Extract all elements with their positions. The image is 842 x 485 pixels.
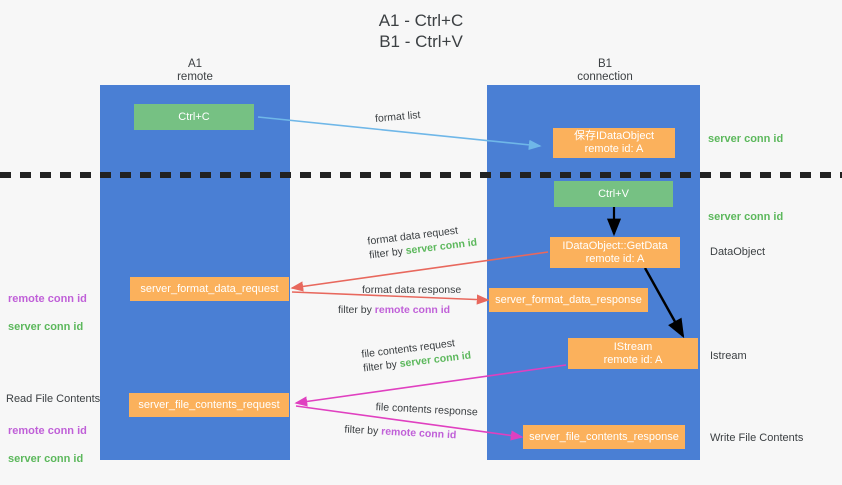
left-conn-pair-lower: remote conn id server conn id [8, 410, 98, 480]
label-file-contents-response: file contents response filter by remote … [344, 399, 478, 444]
right-write-file-contents-label: Write File Contents [710, 432, 804, 444]
server-file-contents-response-box[interactable]: server_file_contents_response [523, 425, 685, 449]
label-format-list: format list [374, 109, 421, 125]
filter-value: remote conn id [374, 304, 451, 316]
label-file-contents-request: file contents request filter by server c… [361, 334, 472, 375]
left-remote-conn-id-lower: remote conn id [8, 425, 87, 437]
filter-value: remote conn id [380, 425, 457, 442]
label-format-data-response-line1: format data response [362, 284, 462, 296]
label-file-contents-response-filter: filter by remote conn id [344, 423, 477, 444]
left-read-file-contents: Read File Contents [6, 393, 101, 405]
diagram-title: A1 - Ctrl+C B1 - Ctrl+V [378, 11, 464, 51]
left-conn-pair-upper: remote conn id server conn id [8, 278, 98, 348]
left-remote-conn-id-upper: remote conn id [8, 293, 87, 305]
server-format-data-request-box[interactable]: server_format_data_request [130, 277, 289, 301]
right-server-conn-id-mid: server conn id [708, 211, 784, 223]
filter-prefix: filter by [362, 358, 401, 375]
idataobject-getdata-box[interactable]: IDataObject::GetData remote id: A [550, 237, 680, 268]
filter-prefix: filter by [344, 423, 382, 438]
store-idataobject-box[interactable]: 保存IDataObject remote id: A [553, 128, 675, 158]
label-format-data-response-filter: filter by remote conn id [338, 303, 461, 317]
label-format-data-response: format data response filter by remote co… [338, 283, 461, 317]
label-file-contents-response-line1: file contents response [375, 401, 479, 419]
column-header-b1: B1 connection [577, 58, 633, 83]
right-dataobject-label: DataObject [710, 246, 766, 258]
ctrl-v-box[interactable]: Ctrl+V [554, 181, 673, 207]
ctrl-c-box[interactable]: Ctrl+C [134, 104, 254, 130]
server-file-contents-request-box[interactable]: server_file_contents_request [129, 393, 289, 417]
filter-prefix: filter by [338, 304, 375, 316]
left-server-conn-id-lower: server conn id [8, 453, 84, 465]
column-header-a1: A1 remote [177, 58, 213, 83]
right-istream-label: Istream [710, 350, 747, 362]
filter-prefix: filter by [368, 245, 407, 262]
label-format-data-request: format data request filter by server con… [367, 221, 478, 262]
right-server-conn-id-top: server conn id [708, 133, 784, 145]
left-server-conn-id-upper: server conn id [8, 321, 84, 333]
istream-box[interactable]: IStream remote id: A [568, 338, 698, 369]
server-format-data-response-box[interactable]: server_format_data_response [489, 288, 648, 312]
